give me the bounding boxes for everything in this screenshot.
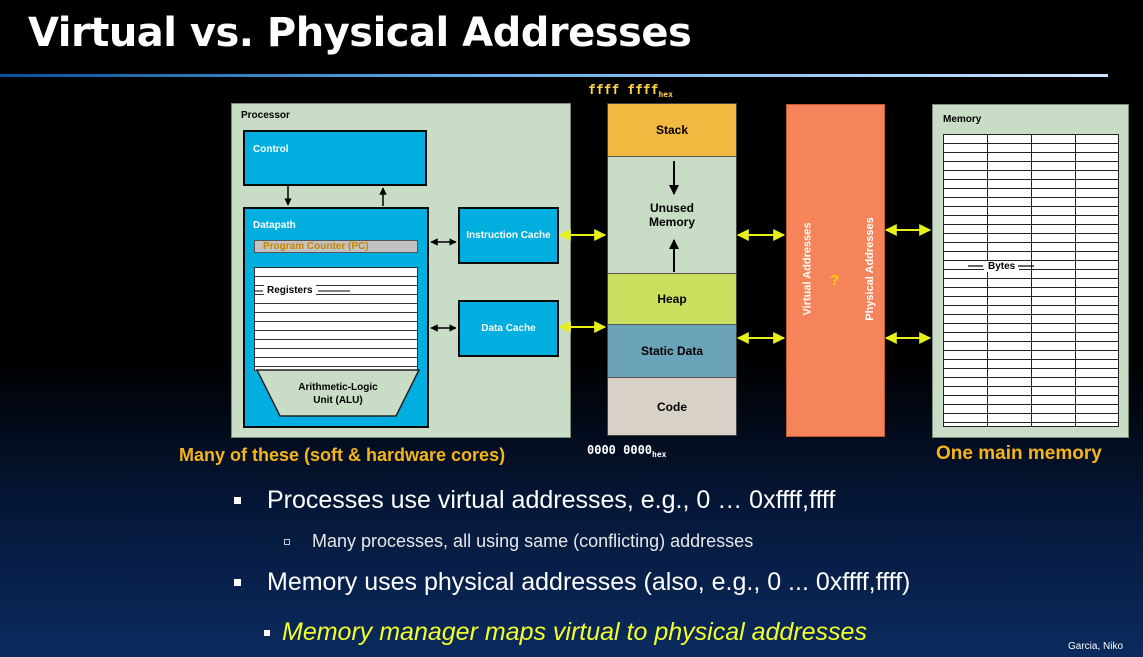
program-counter: Program Counter (PC) xyxy=(254,240,418,253)
bullet-text: Memory uses physical addresses (also, e.… xyxy=(267,568,911,596)
sub-bullet-marker xyxy=(284,538,290,545)
data-cache-block: Data Cache xyxy=(458,300,559,357)
register-file xyxy=(254,267,418,371)
bytes-label: Bytes xyxy=(984,261,1020,272)
instruction-cache-block: Instruction Cache xyxy=(458,207,559,264)
bottom-address-label: 0000 0000hex xyxy=(587,443,667,459)
question-mark: ? xyxy=(830,272,840,289)
bullet-text: Processes use virtual addresses, e.g., 0… xyxy=(267,486,836,514)
address-space-column: Stack Unused Memory Heap Static Data Cod… xyxy=(607,103,737,436)
control-label: Control xyxy=(253,144,289,155)
alu-label: Arithmetic-Logic Unit (ALU) xyxy=(256,381,420,407)
unused-line1: Unused xyxy=(649,201,694,215)
bullet-memory-physical: Memory uses physical addresses (also, e.… xyxy=(234,568,910,597)
static-data-segment: Static Data xyxy=(608,325,736,378)
bullet-marker xyxy=(234,579,241,586)
code-segment: Code xyxy=(608,378,736,435)
alu-label-line1: Arithmetic-Logic xyxy=(298,382,378,393)
bullet-marker xyxy=(234,497,241,504)
top-address-label: ffff ffffhex xyxy=(588,83,673,99)
datapath-label: Datapath xyxy=(253,220,296,231)
registers-label: Registers xyxy=(264,285,316,296)
bullet-text: Many processes, all using same (conflict… xyxy=(312,531,754,551)
alu-label-line2: Unit (ALU) xyxy=(313,395,363,406)
one-memory-caption: One main memory xyxy=(936,443,1102,464)
many-cores-caption: Many of these (soft & hardware cores) xyxy=(179,445,506,465)
control-block: Control xyxy=(243,130,427,186)
instruction-cache-label: Instruction Cache xyxy=(466,230,551,241)
bullet-marker xyxy=(264,629,270,636)
unused-line2: Memory xyxy=(648,215,695,229)
memory-label: Memory xyxy=(943,114,982,125)
unused-memory-segment: Unused Memory xyxy=(608,157,736,274)
bullet-many-processes: Many processes, all using same (conflict… xyxy=(284,531,753,552)
alu-block xyxy=(256,369,420,417)
data-cache-label: Data Cache xyxy=(481,323,536,334)
bullet-processes-virtual: Processes use virtual addresses, e.g., 0… xyxy=(234,486,835,515)
stack-segment: Stack xyxy=(608,104,736,157)
page-title: Virtual vs. Physical Addresses xyxy=(28,10,692,56)
heap-segment: Heap xyxy=(608,274,736,325)
footer-credit: Garcia, Niko xyxy=(1068,641,1124,652)
processor-label: Processor xyxy=(241,110,290,121)
title-divider xyxy=(0,74,1108,77)
address-translation-box xyxy=(786,104,885,437)
bullet-memory-manager: Memory manager maps virtual to physical … xyxy=(264,618,867,647)
memory-byte-grid xyxy=(943,134,1119,427)
bullet-text: Memory manager maps virtual to physical … xyxy=(282,618,867,646)
